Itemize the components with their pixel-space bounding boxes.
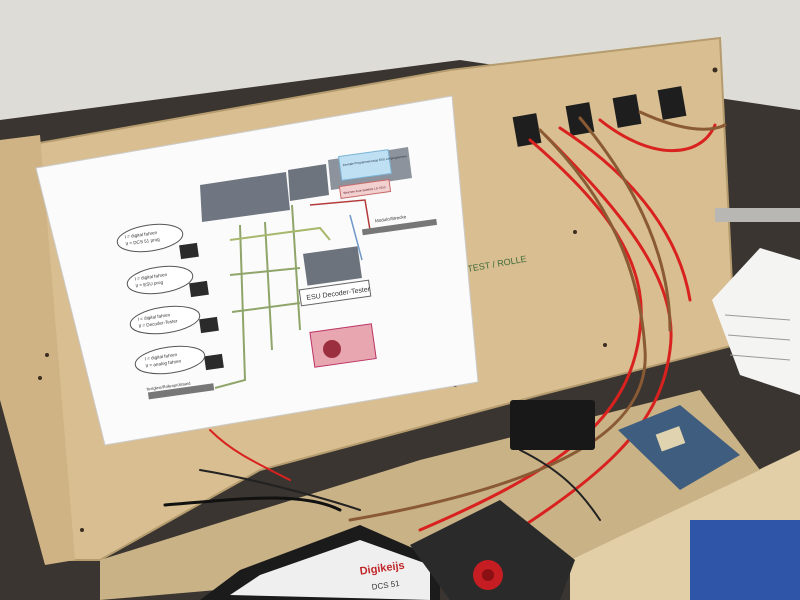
test-track-label: Testgleis/Rollenprüfstand (146, 381, 191, 392)
svg-text:I = digital fahren: I = digital fahren (124, 230, 158, 240)
note-box (338, 179, 392, 199)
svg-text:II = analog fahren: II = analog fahren (145, 358, 182, 368)
wires (163, 110, 727, 562)
decoder-chip (655, 426, 686, 452)
screw-hole (712, 67, 718, 73)
svg-text:I = digital fahren: I = digital fahren (137, 312, 171, 322)
switch-icon-4 (204, 353, 224, 371)
toggle-switch-3 (612, 94, 642, 128)
svg-text:I = digital fahren: I = digital fahren (144, 352, 178, 362)
schematic-paper: Zentrale Programmierungs ESU Lokprogramm… (35, 95, 479, 446)
decoder-circuit-board (618, 405, 740, 490)
svg-text:II = DCS 51 prog: II = DCS 51 prog (125, 237, 160, 247)
screw-hole (603, 343, 607, 347)
device-booster (288, 164, 329, 201)
switch-icon-3 (199, 316, 219, 334)
note-box-text: Weichen-/Lok-Selektor LS-7010 (343, 185, 386, 195)
screw-hole (45, 353, 49, 357)
plywood-panel-left-edge (0, 135, 75, 565)
test-track (147, 383, 215, 400)
screw-hole (573, 230, 577, 234)
screw-hole (80, 528, 84, 532)
metal-rod (715, 208, 800, 222)
switch-icon-2 (189, 280, 209, 298)
schematic-wires (214, 199, 371, 389)
svg-text:I = digital fahren: I = digital fahren (134, 272, 168, 282)
dcs51-controller: Digikeijs DCS 51 (200, 525, 440, 600)
screw-hole (38, 376, 42, 380)
info-box (338, 149, 392, 181)
toggle-switch-4 (657, 86, 687, 120)
device-central-station (200, 172, 290, 222)
decoder-tester-device (303, 246, 362, 286)
side-document (712, 248, 800, 395)
svg-text:II = ESU prog: II = ESU prog (135, 280, 164, 289)
analog-controller-box (309, 323, 377, 368)
bubble-1: I = digital fahren II = DCS 51 prog (116, 223, 184, 253)
bubble-4: I = digital fahren II = analog fahren (134, 345, 206, 375)
analog-controller (410, 500, 575, 600)
analog-controller-knob (323, 340, 341, 358)
power-supply (510, 400, 595, 450)
module-label: Modulo/Strecke (375, 214, 407, 223)
side-document-lines (724, 314, 791, 361)
bubble-3: I = digital fahren II = Decoder-Tester (129, 305, 201, 335)
module-track (361, 218, 438, 236)
blue-bin (690, 520, 800, 600)
controller-model: DCS 51 (371, 579, 401, 592)
bubble-2: I = digital fahren II = ESU prog (126, 265, 194, 295)
toggle-switch-1 (512, 113, 542, 147)
decoder-tester-label-box (298, 279, 372, 307)
switch-icon-1 (179, 242, 199, 260)
analog-controller-red-knob-center (482, 569, 494, 581)
svg-text:II = Decoder-Tester: II = Decoder-Tester (138, 318, 178, 328)
